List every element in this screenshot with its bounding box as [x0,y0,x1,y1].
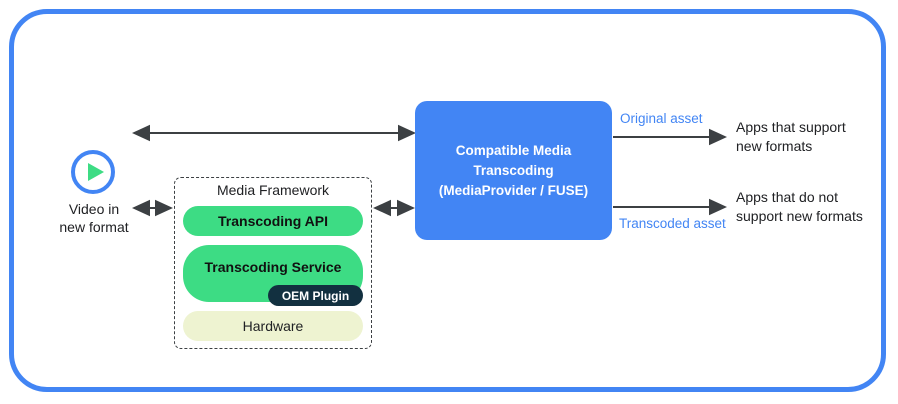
arrow-video-to-media-framework [132,199,173,217]
oem-plugin-badge: OEM Plugin [268,285,363,306]
video-source-label: Video in new format [59,201,129,235]
apps-do-not-support-new-formats-label: Apps that do not support new formats [736,189,863,224]
arrow-transcoded-asset [613,198,727,216]
arrow-media-framework-to-cmt [373,199,415,217]
transcoding-api-label: Transcoding API [218,213,328,229]
transcoded-asset-edge-label: Transcoded asset [619,216,726,231]
original-asset-edge-label: Original asset [620,111,703,126]
media-framework-title: Media Framework [216,182,330,198]
arrow-original-asset [613,128,727,146]
apps-support-new-formats-label: Apps that support new formats [736,119,846,154]
compatible-media-transcoding-label: Compatible Media Transcoding (MediaProvi… [438,142,589,198]
compatible-media-transcoding-box: Compatible Media Transcoding (MediaProvi… [415,101,612,240]
transcoding-service-label: Transcoding Service [204,258,342,275]
hardware-box: Hardware [183,311,363,341]
play-circle-icon [71,150,115,194]
hardware-label: Hardware [242,318,304,334]
transcoding-api-box: Transcoding API [183,206,363,236]
oem-plugin-label: OEM Plugin [281,288,350,303]
arrow-video-to-cmt [132,124,416,142]
